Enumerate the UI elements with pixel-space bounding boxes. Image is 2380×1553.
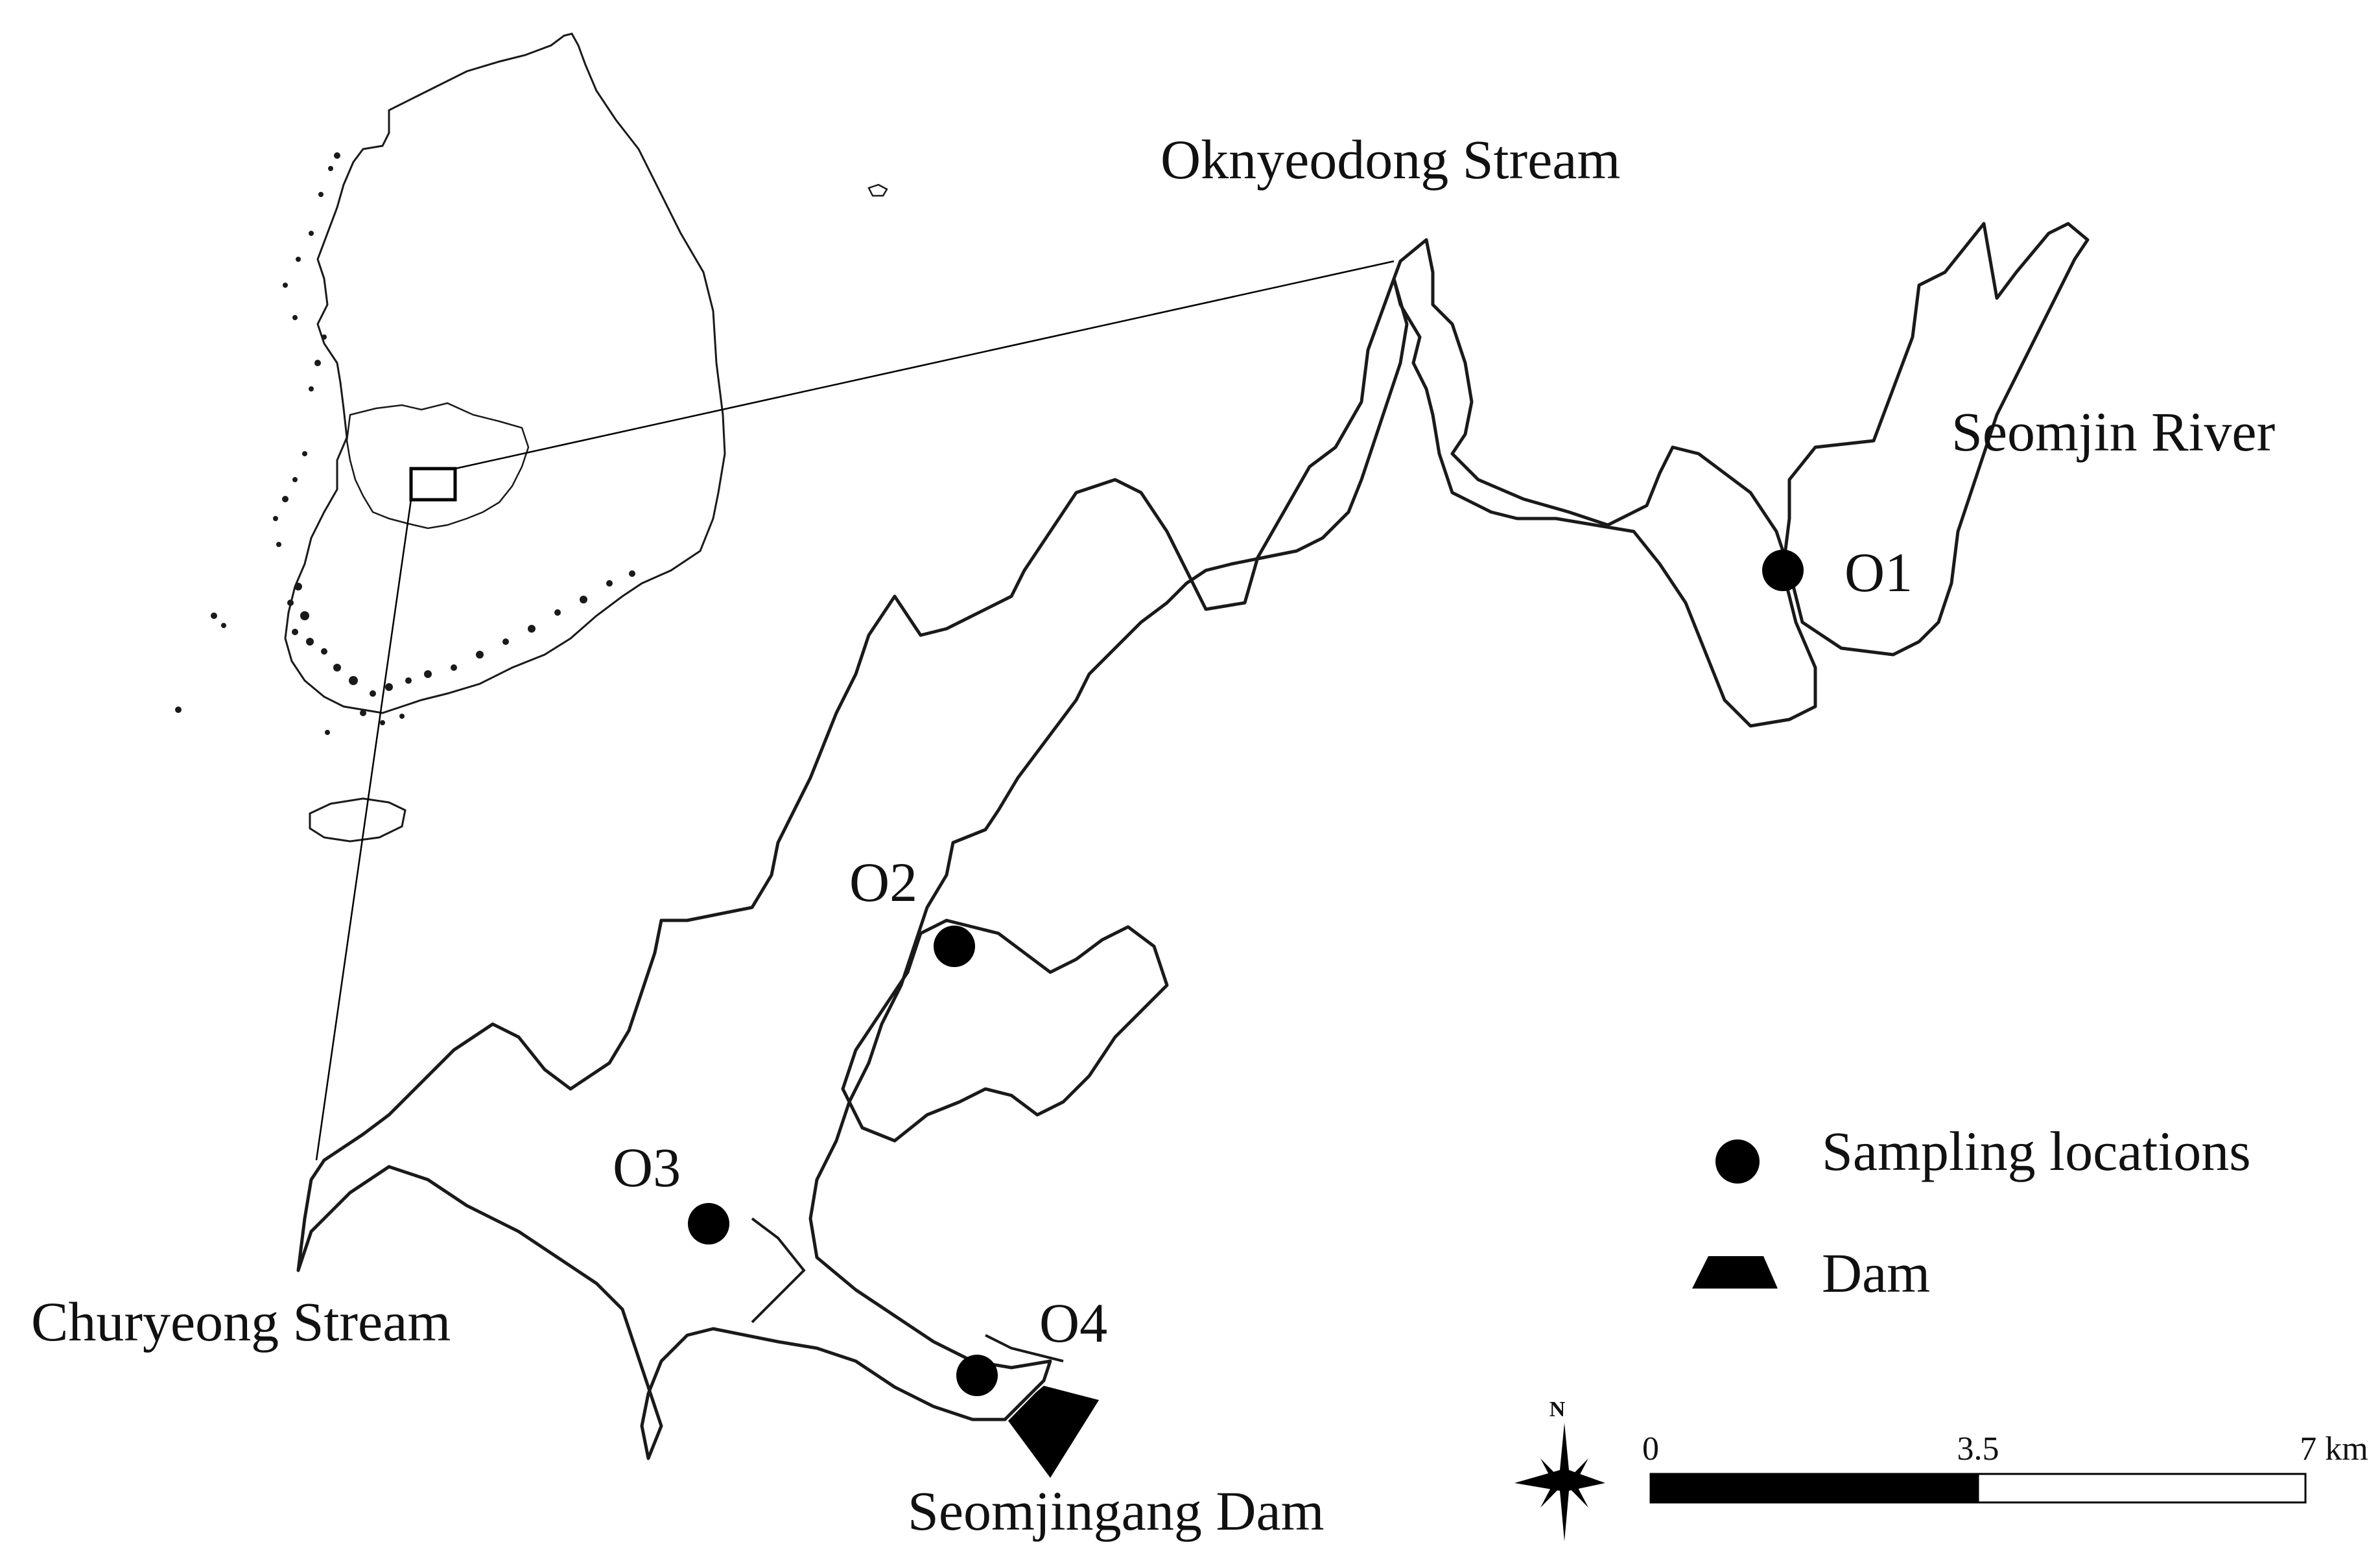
north-arrow-label: N <box>1549 1397 1566 1421</box>
site-marker-o3 <box>688 1203 729 1244</box>
study-area-box <box>409 467 457 502</box>
site-label-o3: O3 <box>613 1136 681 1198</box>
scale-bar-segment-1 <box>1649 1473 1979 1504</box>
archipelago <box>175 152 635 735</box>
site-label-o2: O2 <box>849 851 917 913</box>
scale-bar: 0 3.5 7 km <box>1642 1430 2368 1504</box>
dam-symbol <box>1008 1386 1099 1478</box>
sampling-sites: O1 O2 O3 O4 <box>613 541 1913 1396</box>
reservoir-outline <box>296 222 2090 1460</box>
site-label-o1: O1 <box>1844 541 1913 603</box>
ulleung-island <box>867 183 888 197</box>
legend-dam-label: Dam <box>1822 1242 1930 1304</box>
korean-peninsula-outline <box>284 32 726 714</box>
legend-dam-marker <box>1692 1256 1778 1289</box>
seomjingang-dam-label: Seomjingang Dam <box>908 1480 1325 1542</box>
north-arrow: N <box>1514 1397 1605 1541</box>
legend: Sampling locations Dam <box>1692 1120 2251 1304</box>
site-marker-o4 <box>956 1355 998 1396</box>
churyeong-stream-label: Churyeong Stream <box>31 1290 451 1353</box>
site-marker-o1 <box>1762 550 1804 591</box>
seomjin-river-label: Seomjin River <box>1951 401 2275 463</box>
scale-tick-0: 0 <box>1642 1430 1659 1467</box>
site-marker-o2 <box>934 926 975 967</box>
oknyeodong-stream-label: Oknyeodong Stream <box>1161 128 1620 191</box>
leader-line-top <box>454 260 1395 470</box>
jeju-island <box>309 797 406 843</box>
korea-inset-map <box>284 32 888 843</box>
legend-sampling-marker <box>1715 1139 1760 1184</box>
scale-tick-end: 7 km <box>2300 1430 2368 1467</box>
leader-line-bottom <box>315 499 412 1161</box>
leader-lines <box>315 260 1395 1161</box>
scale-bar-segment-2 <box>1977 1473 2307 1504</box>
site-label-o4: O4 <box>1039 1292 1107 1354</box>
province-boundary <box>346 402 530 530</box>
legend-sampling-label: Sampling locations <box>1822 1120 2251 1182</box>
river-channels <box>751 1217 1064 1362</box>
scale-tick-mid: 3.5 <box>1957 1430 1999 1467</box>
